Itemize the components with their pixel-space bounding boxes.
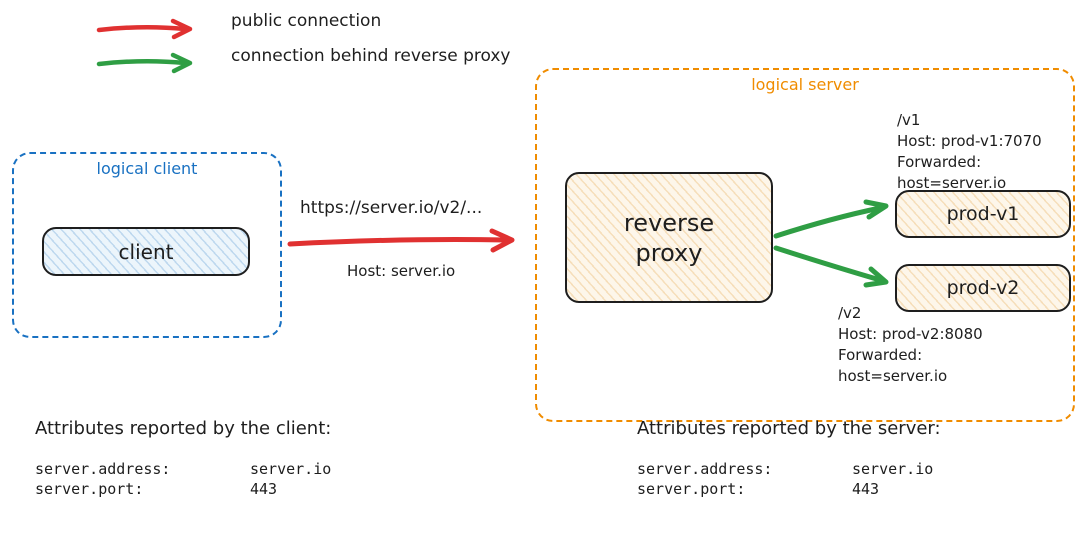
prod-v1-node-label: prod-v1 (946, 203, 1020, 225)
server-attributes-title: Attributes reported by the server: (637, 418, 941, 439)
prod-v1-host: Host: prod-v1:7070 (897, 132, 1042, 150)
connection-host-label: Host: server.io (347, 262, 456, 280)
server-attributes-section: Attributes reported by the server: serve… (637, 418, 941, 499)
legend-public-connection-label: public connection (231, 11, 382, 31)
attribute-value: 443 (852, 480, 880, 498)
legend-reverse-proxy-connection-label: connection behind reverse proxy (231, 46, 511, 66)
prod-v1-forwarded: Forwarded: host=server.io (897, 153, 1007, 192)
attribute-key: server.address: (35, 460, 171, 478)
client-attributes-title: Attributes reported by the client: (35, 418, 332, 439)
reverse-proxy-node: reverse proxy (565, 172, 773, 303)
server-attribute-row: server.address: server.io (637, 459, 941, 479)
client-attributes-section: Attributes reported by the client: serve… (35, 418, 331, 499)
attribute-key: server.address: (637, 460, 773, 478)
reverse-proxy-connection-legend-arrow-icon (96, 52, 193, 74)
client-attribute-row: server.address: server.io (35, 459, 331, 479)
proxy-to-prod-v1-arrow-icon (773, 199, 889, 239)
prod-v2-node-label: prod-v2 (946, 277, 1020, 299)
client-node-label: client (118, 239, 174, 264)
prod-v2-host: Host: prod-v2:8080 (838, 325, 983, 343)
client-to-proxy-arrow-icon (287, 228, 515, 253)
logical-server-group: logical server (535, 68, 1075, 422)
connection-url-label: https://server.io/v2/... (300, 198, 483, 218)
attribute-value: 443 (250, 480, 278, 498)
logical-server-label: logical server (751, 75, 859, 94)
prod-v1-node: prod-v1 (895, 190, 1071, 238)
attribute-value: server.io (250, 460, 332, 478)
public-connection-legend-arrow-icon (96, 18, 193, 40)
prod-v2-route: /v2 (838, 304, 862, 322)
attribute-key: server.port: (637, 480, 746, 498)
server-attribute-row: server.port: 443 (637, 479, 941, 499)
reverse-proxy-node-label: reverse proxy (623, 208, 715, 267)
prod-v2-route-note: /v2 Host: prod-v2:8080 Forwarded: host=s… (838, 303, 1028, 387)
attribute-key: server.port: (35, 480, 144, 498)
client-attribute-row: server.port: 443 (35, 479, 331, 499)
logical-client-group: logical client (12, 152, 282, 338)
client-node: client (42, 227, 250, 276)
logical-client-label: logical client (96, 159, 198, 178)
prod-v1-route: /v1 (897, 111, 921, 129)
prod-v1-route-note: /v1 Host: prod-v1:7070 Forwarded: host=s… (897, 110, 1077, 194)
prod-v2-forwarded: Forwarded: host=server.io (838, 346, 948, 385)
proxy-to-prod-v2-arrow-icon (773, 245, 889, 288)
attribute-value: server.io (852, 460, 934, 478)
prod-v2-node: prod-v2 (895, 264, 1071, 312)
